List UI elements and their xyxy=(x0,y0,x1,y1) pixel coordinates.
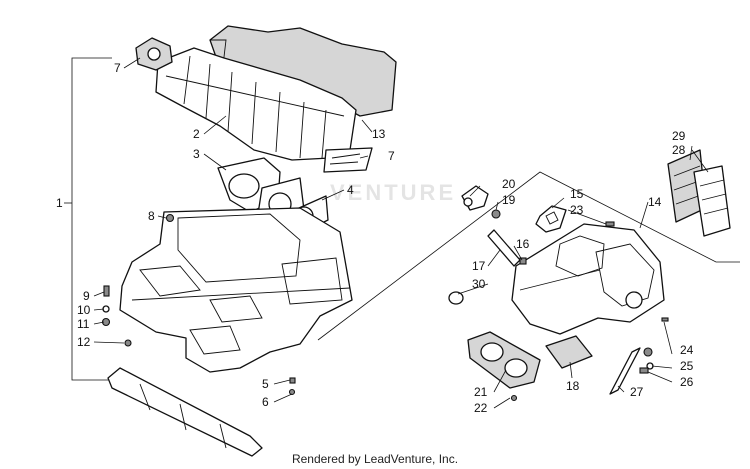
callout-23: 23 xyxy=(570,203,584,217)
callout-29: 29 xyxy=(672,129,686,143)
airbox-housing-14 xyxy=(511,223,665,335)
callout-22: 22 xyxy=(474,401,488,415)
callout-4: 4 xyxy=(347,183,354,197)
callout-11: 11 xyxy=(77,317,90,331)
gasket-7-top xyxy=(135,37,173,71)
callout-15: 15 xyxy=(570,187,584,201)
clip-5 xyxy=(289,377,296,384)
seal-ring-15 xyxy=(535,205,567,233)
callout-18: 18 xyxy=(566,379,580,393)
airbox-tray xyxy=(119,207,353,373)
callout-2: 2 xyxy=(193,127,200,141)
callout-labels: 1 2 3 4 5 6 7 7 8 9 10 11 12 13 14 15 16… xyxy=(56,61,694,415)
frame-rail xyxy=(107,367,263,457)
callout-26: 26 xyxy=(680,375,694,389)
callout-17: 17 xyxy=(472,259,486,273)
elbow-fitting-20 xyxy=(461,185,489,211)
nut-19 xyxy=(491,209,501,219)
callout-13: 13 xyxy=(372,127,386,141)
callout-21: 21 xyxy=(474,385,488,399)
callout-7-mid: 7 xyxy=(388,149,395,163)
cover-plate-21 xyxy=(467,331,541,389)
leader-lines xyxy=(93,57,709,409)
assembly-bracket-1 xyxy=(71,57,112,381)
callout-28: 28 xyxy=(672,143,686,157)
grommet-24 xyxy=(643,347,653,357)
callout-3: 3 xyxy=(193,147,200,161)
nut-12 xyxy=(124,339,132,347)
gasket-7-mid xyxy=(323,147,373,173)
callout-7-top: 7 xyxy=(114,61,121,75)
fitting-26 xyxy=(639,367,649,374)
callout-27: 27 xyxy=(630,385,644,399)
callout-10: 10 xyxy=(77,303,91,317)
callout-6: 6 xyxy=(262,395,269,409)
callout-9: 9 xyxy=(83,289,90,303)
screw-22 xyxy=(510,394,518,402)
footer-credit: Rendered by LeadVenture, Inc. xyxy=(291,452,459,466)
callout-25: 25 xyxy=(680,359,694,373)
callout-12: 12 xyxy=(77,335,91,349)
callout-30: 30 xyxy=(472,277,486,291)
clip-16 xyxy=(519,257,527,265)
callout-14: 14 xyxy=(648,195,662,209)
hose-27 xyxy=(609,347,641,395)
callout-1: 1 xyxy=(56,196,63,210)
bolt-screw-24 xyxy=(661,317,669,322)
pad-18 xyxy=(545,335,593,369)
watermark-text: VENTURE xyxy=(330,180,457,205)
fastener-8 xyxy=(165,213,175,223)
callout-20: 20 xyxy=(502,177,516,191)
assembly-bracket-14 xyxy=(317,171,740,341)
bolt-9 xyxy=(103,285,110,297)
o-ring-30 xyxy=(448,291,464,305)
screw-6 xyxy=(288,388,296,396)
filter-frame-29 xyxy=(693,165,731,237)
screw-23 xyxy=(605,221,615,227)
callout-8: 8 xyxy=(148,209,155,223)
callout-16: 16 xyxy=(516,237,530,251)
callout-24: 24 xyxy=(680,343,694,357)
callout-5: 5 xyxy=(262,377,269,391)
callout-19: 19 xyxy=(502,193,516,207)
